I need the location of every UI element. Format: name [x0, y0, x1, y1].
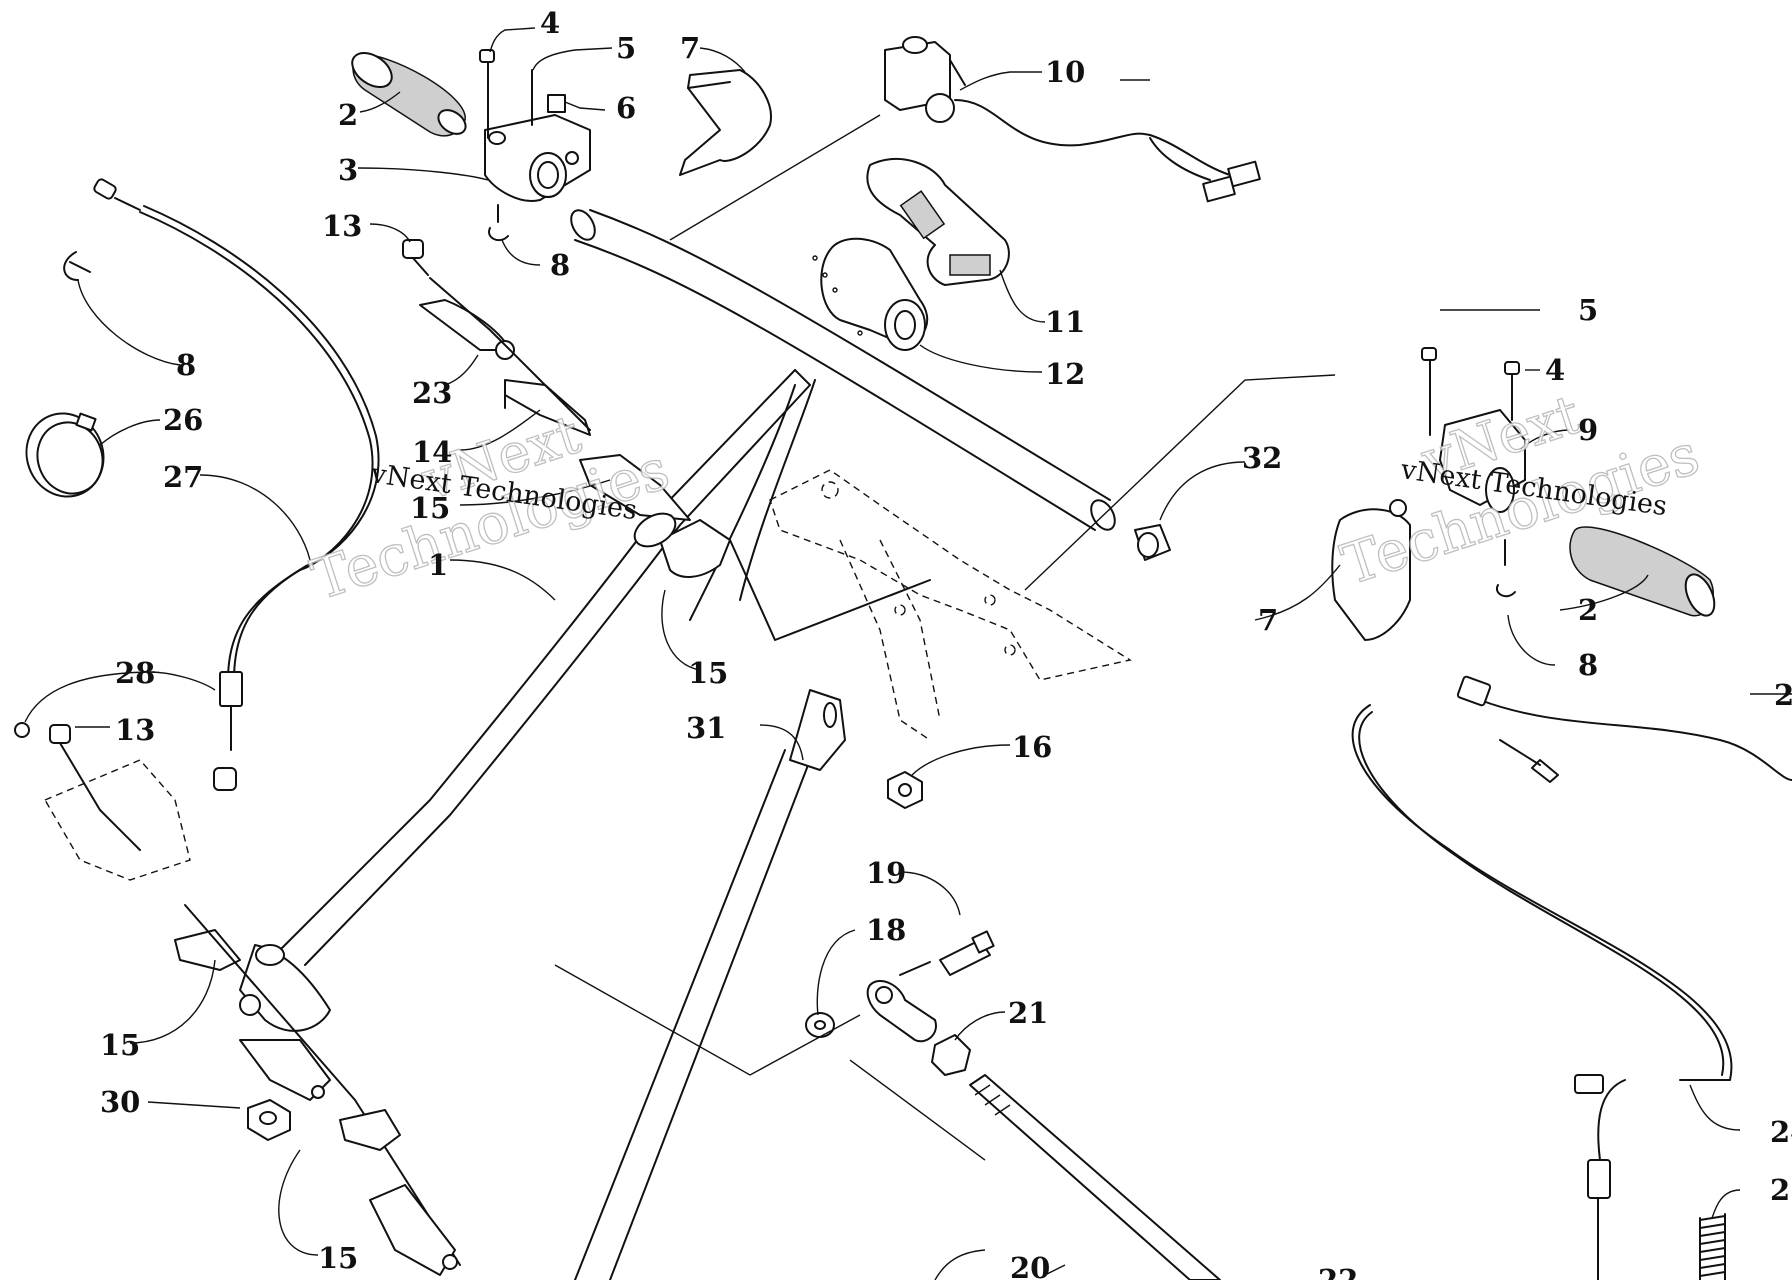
nut-30 [247, 1099, 291, 1141]
callout-29: 2 [1774, 678, 1792, 712]
callout-2-right: 2 [1578, 593, 1598, 627]
callout-2-left: 2 [338, 98, 358, 132]
callout-26: 26 [163, 403, 203, 437]
callout-31: 31 [686, 711, 726, 745]
callout-15-lower: 15 [100, 1028, 140, 1062]
callout-8-top: 8 [550, 248, 570, 282]
callout-8-left: 8 [176, 348, 196, 382]
grip-right [1569, 526, 1716, 617]
callout-24: 24 [1770, 1115, 1792, 1149]
callout-7-top: 7 [680, 31, 700, 65]
clamp-15-mid [579, 454, 691, 548]
callout-6: 6 [616, 91, 636, 125]
callout-4-left: 4 [540, 6, 560, 40]
spring-25 [1699, 1213, 1726, 1280]
callout-14: 14 [412, 435, 452, 469]
throttle-cable-right [1351, 675, 1792, 1280]
mount-plate-lower-left [14, 722, 191, 881]
switch-housing-right [1421, 347, 1526, 598]
steering-bar-long [574, 689, 846, 1280]
tie-rod-20 [969, 1074, 1221, 1280]
callouts: 1 2 2 3 4 4 5 5 6 7 7 8 8 8 9 10 11 12 1… [100, 6, 1792, 1280]
callout-23: 23 [412, 376, 452, 410]
callout-5-left: 5 [616, 31, 636, 65]
callout-27: 27 [163, 460, 203, 494]
callout-4-right: 4 [1545, 353, 1565, 387]
callout-25: 25 [1770, 1173, 1792, 1207]
steering-post-31 [689, 379, 816, 621]
callout-18: 18 [866, 913, 906, 947]
rod-end-21 [866, 980, 937, 1043]
e-clip-left [63, 251, 91, 281]
grip-heater-12 [812, 237, 929, 351]
callout-3: 3 [338, 153, 358, 187]
callout-9: 9 [1578, 413, 1598, 447]
leader-lines [24, 27, 1792, 1280]
callout-15-mid: 15 [688, 656, 728, 690]
insert-32 [1134, 524, 1171, 561]
switch-housing-left [479, 49, 591, 242]
callout-21: 21 [1008, 996, 1048, 1030]
callout-7-right: 7 [1258, 603, 1278, 637]
callout-15-upper: 15 [410, 491, 450, 525]
clamp-15-bottom [339, 1109, 458, 1276]
lever-guard-top [679, 69, 772, 176]
clamp-15-upper [659, 519, 931, 641]
cable-tie-26 [25, 412, 105, 498]
washer-18 [805, 1012, 835, 1038]
callout-22: 22 [1318, 1263, 1358, 1280]
callout-5-right: 5 [1578, 293, 1598, 327]
callout-32: 32 [1242, 441, 1282, 475]
callout-11: 11 [1045, 305, 1085, 339]
switch-assembly-10 [884, 36, 1261, 203]
callout-10: 10 [1045, 55, 1085, 89]
nut-16 [887, 771, 923, 809]
callout-8-right: 8 [1578, 648, 1598, 682]
grip-left [351, 51, 467, 137]
grip-heater-11 [866, 157, 1010, 286]
lever-guard-right [1331, 499, 1411, 641]
clamp-15-lower [174, 929, 331, 1032]
callout-1: 1 [428, 548, 448, 582]
watermark: vNext Technologies vNext Technologies vN… [304, 382, 1708, 614]
bolt-19 [899, 930, 995, 976]
callout-16: 16 [1012, 730, 1052, 764]
callout-13-top: 13 [322, 209, 362, 243]
throttle-cable-left [93, 178, 380, 791]
callout-20: 20 [1010, 1251, 1050, 1280]
callout-28: 28 [115, 656, 155, 690]
callout-19: 19 [866, 856, 906, 890]
callout-13-lower: 13 [115, 713, 155, 747]
handlebar-mount-dashed [769, 469, 1132, 741]
callout-30: 30 [100, 1085, 140, 1119]
nut-21 [931, 1034, 971, 1076]
callout-12: 12 [1045, 357, 1085, 391]
callout-15-bottom: 15 [318, 1241, 358, 1275]
bolt-13-upper [402, 239, 591, 431]
